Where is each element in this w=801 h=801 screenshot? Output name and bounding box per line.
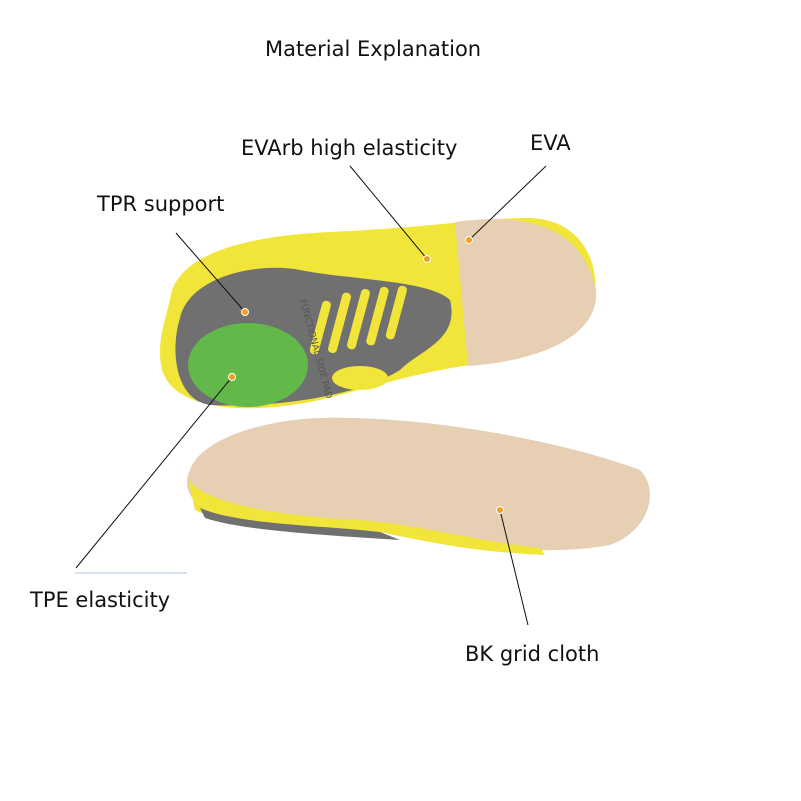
side-yellow — [188, 478, 545, 555]
label-bk: BK grid cloth — [465, 642, 600, 666]
leader-lines — [75, 165, 547, 626]
label-tpe: TPE elasticity — [30, 588, 171, 612]
label-evarb: EVArb high elasticity — [241, 136, 458, 160]
marker-dots — [228, 236, 504, 514]
tpe-heel-pad — [188, 323, 308, 407]
label-eva: EVA — [530, 131, 571, 155]
bottom-insole — [187, 417, 650, 555]
page-title: Material Explanation — [265, 37, 482, 61]
top-insole: FUNCTIONAL SIDE PAD — [160, 217, 597, 409]
arch-slots — [309, 285, 407, 390]
side-gray — [200, 508, 400, 540]
label-tpr: TPR support — [97, 192, 225, 216]
eva-forefoot — [455, 219, 597, 366]
